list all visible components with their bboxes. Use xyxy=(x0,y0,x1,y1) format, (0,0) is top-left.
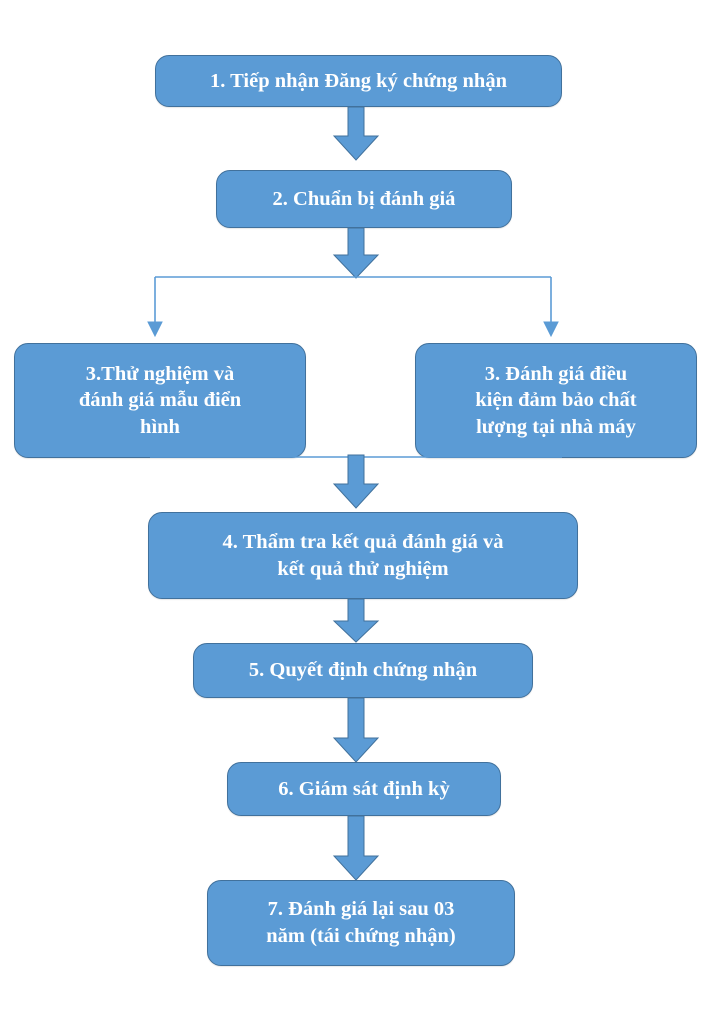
node-step4-line1: 4. Thẩm tra kết quả đánh giá và xyxy=(222,530,504,553)
node-step2[interactable]: 2. Chuẩn bị đánh giá xyxy=(216,170,512,228)
node-step3-right-line3: lượng tại nhà máy xyxy=(476,415,636,438)
arrow-step5-to-step6 xyxy=(331,697,381,764)
arrow-merge-to-step4 xyxy=(331,454,381,510)
node-step6[interactable]: 6. Giám sát định kỳ xyxy=(227,762,501,816)
node-step6-label: 6. Giám sát định kỳ xyxy=(278,777,450,800)
node-step4[interactable]: 4. Thẩm tra kết quả đánh giá và kết quả … xyxy=(148,512,578,599)
node-step3-left[interactable]: 3.Thử nghiệm và đánh giá mẫu điển hình xyxy=(14,343,306,458)
node-step7[interactable]: 7. Đánh giá lại sau 03 năm (tái chứng nh… xyxy=(207,880,515,966)
arrow-step4-to-step5 xyxy=(331,598,381,644)
node-step1[interactable]: 1. Tiếp nhận Đăng ký chứng nhận xyxy=(155,55,562,107)
node-step3-right-label: 3. Đánh giá điều kiện đảm bảo chất lượng… xyxy=(424,361,688,441)
node-step3-right-line2: kiện đảm bảo chất xyxy=(475,389,637,412)
node-step7-line2: năm (tái chứng nhận) xyxy=(266,925,456,947)
node-step3-left-label: 3.Thử nghiệm và đánh giá mẫu điển hình xyxy=(23,361,297,441)
node-step3-left-line2: đánh giá mẫu điển xyxy=(78,389,242,412)
arrow-step6-to-step7 xyxy=(331,815,381,882)
node-step4-line2: kết quả thử nghiệm xyxy=(277,557,449,580)
node-step5[interactable]: 5. Quyết định chứng nhận xyxy=(193,643,533,698)
node-step2-label: 2. Chuẩn bị đánh giá xyxy=(272,187,456,210)
node-step3-left-line3: hình xyxy=(140,415,180,438)
arrow-step1-to-step2 xyxy=(331,106,381,162)
node-step1-label: 1. Tiếp nhận Đăng ký chứng nhận xyxy=(210,69,507,92)
branch-connector-split xyxy=(147,272,562,340)
node-step3-left-line1: 3.Thử nghiệm và xyxy=(85,362,235,385)
arrow-step2-to-split xyxy=(331,227,381,280)
node-step3-right-line1: 3. Đánh giá điều xyxy=(484,362,628,385)
node-step7-line1: 7. Đánh giá lại sau 03 xyxy=(267,898,455,921)
node-step4-label: 4. Thẩm tra kết quả đánh giá và kết quả … xyxy=(157,529,569,582)
node-step7-label: 7. Đánh giá lại sau 03 năm (tái chứng nh… xyxy=(216,896,506,949)
node-step3-right[interactable]: 3. Đánh giá điều kiện đảm bảo chất lượng… xyxy=(415,343,697,458)
node-step5-label: 5. Quyết định chứng nhận xyxy=(248,659,478,682)
